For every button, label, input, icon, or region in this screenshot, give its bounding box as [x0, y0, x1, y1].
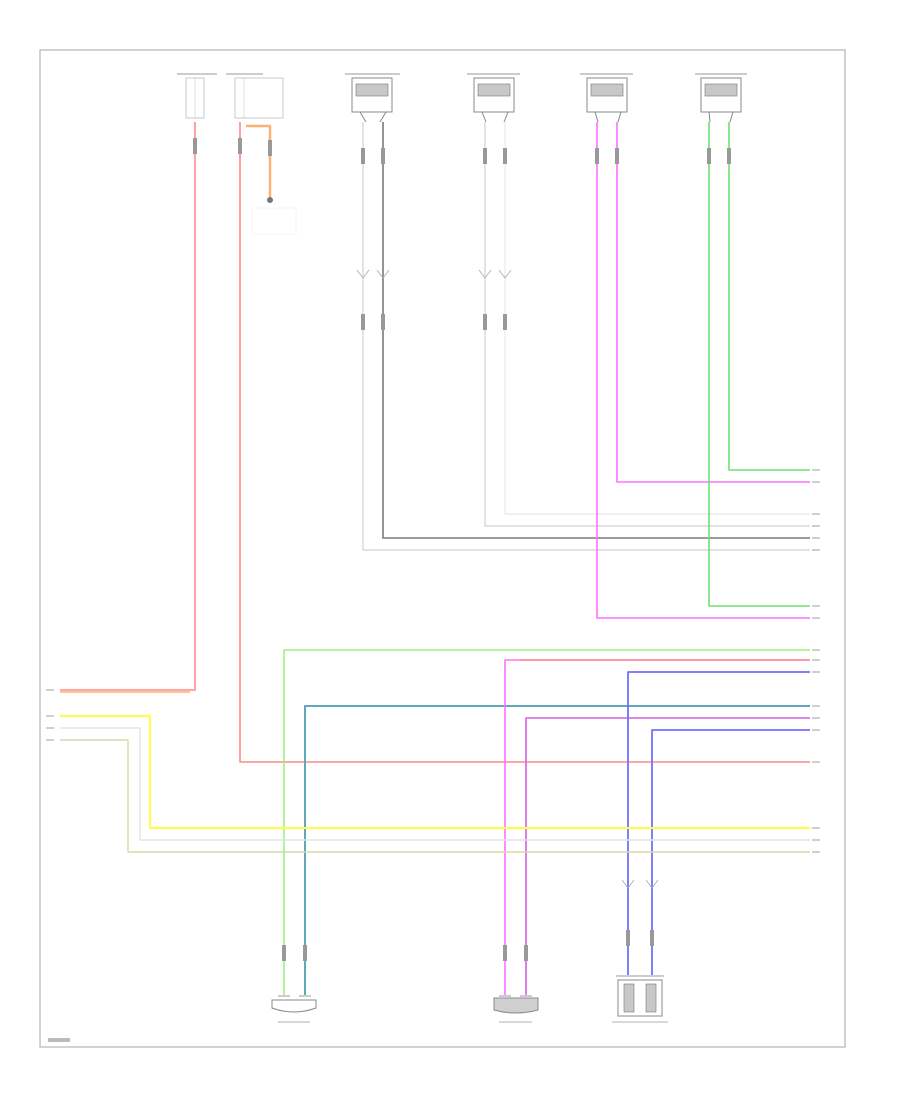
left-connector-pins	[46, 689, 54, 741]
wire-yellow	[60, 715, 810, 829]
wire-set	[60, 122, 810, 995]
wire-ant-b	[651, 729, 810, 975]
speaker-front-left-symbol	[345, 73, 400, 123]
wire-gray-left	[60, 727, 810, 841]
right-connector-pins	[812, 469, 820, 853]
inline-connector-breaks	[356, 269, 659, 889]
wire-rl-pos	[708, 122, 810, 607]
wire-orange-ground	[246, 124, 272, 198]
wire-olive-left	[60, 739, 810, 853]
wire-fr-neg	[484, 122, 810, 527]
tweeter-left-symbol	[271, 995, 317, 1023]
wire-rl-neg	[728, 122, 810, 471]
ground-point	[267, 197, 273, 203]
antenna-module-symbol	[612, 975, 668, 1023]
wire-tw-right-b	[525, 717, 810, 995]
fuse-block-left	[177, 73, 217, 119]
wire-tw-left-a	[283, 649, 810, 995]
wire-red-right	[239, 122, 810, 763]
ground-connector	[251, 207, 297, 235]
wire-fl-pos	[382, 122, 810, 539]
footer-code-mark	[48, 1038, 70, 1042]
wire-ant-a	[627, 671, 810, 975]
speaker-front-right-symbol	[467, 73, 520, 123]
wire-rr-neg	[616, 122, 810, 483]
speaker-rear-right-symbol	[580, 73, 633, 123]
tweeter-right-symbol	[493, 995, 539, 1023]
wire-red-left	[60, 122, 196, 691]
fuse-block-right	[226, 73, 284, 119]
wire-fr-pos	[504, 122, 810, 515]
diagram-frame	[39, 49, 846, 1048]
wire-rr-pos	[596, 122, 810, 619]
wire-tw-left-b	[304, 705, 810, 995]
wire-fl-neg	[362, 122, 810, 551]
speaker-rear-left-symbol	[695, 73, 747, 123]
connector-marks	[193, 138, 731, 961]
